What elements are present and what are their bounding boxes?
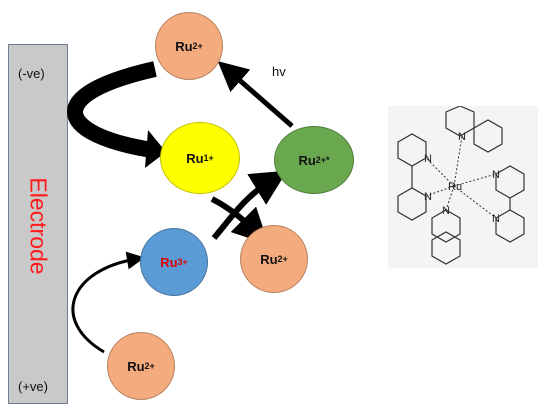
emission-arrow — [217, 61, 294, 128]
n-atom-2: N — [424, 153, 432, 165]
ion-ru3-base: Ru — [160, 254, 178, 270]
ru-atom-label: Ru — [448, 181, 462, 193]
n-atom-5: N — [492, 213, 500, 225]
ion-excited-base: Ru — [298, 152, 316, 168]
oxidation-arrow — [71, 251, 145, 354]
negative-polarity-label: (-ve) — [18, 66, 45, 81]
n-atom-1: N — [458, 131, 466, 143]
ion-bottom-charge: 2+ — [144, 361, 155, 371]
ion-ru3-charge: 3+ — [177, 257, 188, 267]
hv-label: hv — [272, 64, 286, 79]
ion-excited-charge: 2+* — [315, 155, 330, 165]
reduction-arrow — [67, 61, 157, 158]
ion-top-charge: 2+ — [192, 41, 203, 51]
ion-ru1-base: Ru — [186, 150, 204, 166]
ion-mid-base: Ru — [260, 251, 278, 267]
ion-top-base: Ru — [175, 38, 193, 54]
annihilation-arrow-down — [210, 196, 269, 245]
ion-ru1-charge: 1+ — [203, 153, 214, 163]
n-atom-6: N — [442, 205, 450, 217]
reduction-arrow-head — [145, 130, 166, 168]
ion-mid-charge: 2+ — [277, 254, 288, 264]
ru-bpy3-structure: Ru N N N N N N — [388, 105, 538, 268]
ion-bottom-base: Ru — [127, 358, 145, 374]
electrode-bar — [8, 44, 68, 404]
positive-polarity-label: (+ve) — [18, 379, 48, 394]
n-atom-4: N — [492, 169, 500, 181]
n-atom-3: N — [424, 191, 432, 203]
ru-bpy3-structure-drawing: Ru N N N N N N — [397, 105, 525, 265]
annihilation-arrow-up — [211, 170, 288, 240]
